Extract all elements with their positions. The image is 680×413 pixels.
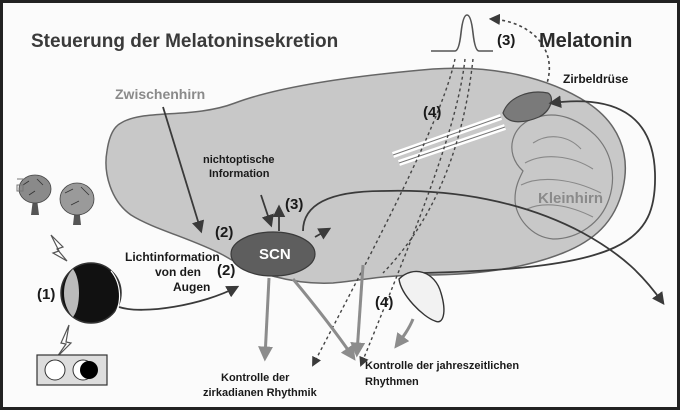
tree-icon-2 — [60, 183, 94, 225]
zirbeldruese-label: Zirbeldrüse — [563, 72, 629, 86]
scn-seasonal-arrow — [293, 279, 353, 357]
step-2-bottom-label: (2) — [217, 262, 235, 279]
melatonin-peak-icon — [431, 15, 493, 51]
step-2-left-label: (2) — [215, 224, 233, 241]
eye-icon — [61, 263, 121, 323]
melatonin-diagram: Steuerung der Melatoninsekretion (3) Mel… — [3, 3, 680, 413]
rhythmik-label-line1: Kontrolle der — [221, 372, 290, 384]
zwischenhirn-label: Zwischenhirn — [115, 86, 205, 102]
jahres-label-line1: Kontrolle der jahreszeitlichen — [365, 360, 519, 372]
lichtinfo-label-line3: Augen — [173, 280, 210, 294]
lower-organ-shape — [399, 271, 444, 321]
lichtinfo-label-line2: von den — [155, 265, 201, 279]
scn-down-arrow — [265, 278, 269, 357]
nichtoptische-label-line2: Information — [209, 168, 270, 180]
step-4-upper-label: (4) — [423, 104, 441, 121]
tree-icon — [19, 175, 51, 215]
nichtoptische-label-line1: nichtoptische — [203, 154, 275, 166]
lichtinfo-label-line1: Lichtinformation — [125, 250, 220, 264]
step-3-top-label: (3) — [497, 32, 515, 49]
scn-label: SCN — [259, 246, 291, 263]
step-1-label: (1) — [37, 286, 55, 303]
step-4-lower-label: (4) — [375, 294, 393, 311]
diagram-title: Steuerung der Melatoninsekretion — [31, 31, 338, 52]
lower-organ-arrow — [397, 319, 413, 345]
kleinhirn-label: Kleinhirn — [538, 190, 603, 207]
lightning-icon — [51, 235, 67, 261]
light-dark-icon — [37, 355, 107, 385]
eye-down-arrow-icon — [57, 325, 71, 357]
step-3-mid-label: (3) — [285, 196, 303, 213]
rhythmik-label-line2: zirkadianen Rhythmik — [203, 387, 318, 399]
melatonin-label: Melatonin — [539, 30, 632, 52]
jahres-label-line2: Rhythmen — [365, 376, 419, 388]
